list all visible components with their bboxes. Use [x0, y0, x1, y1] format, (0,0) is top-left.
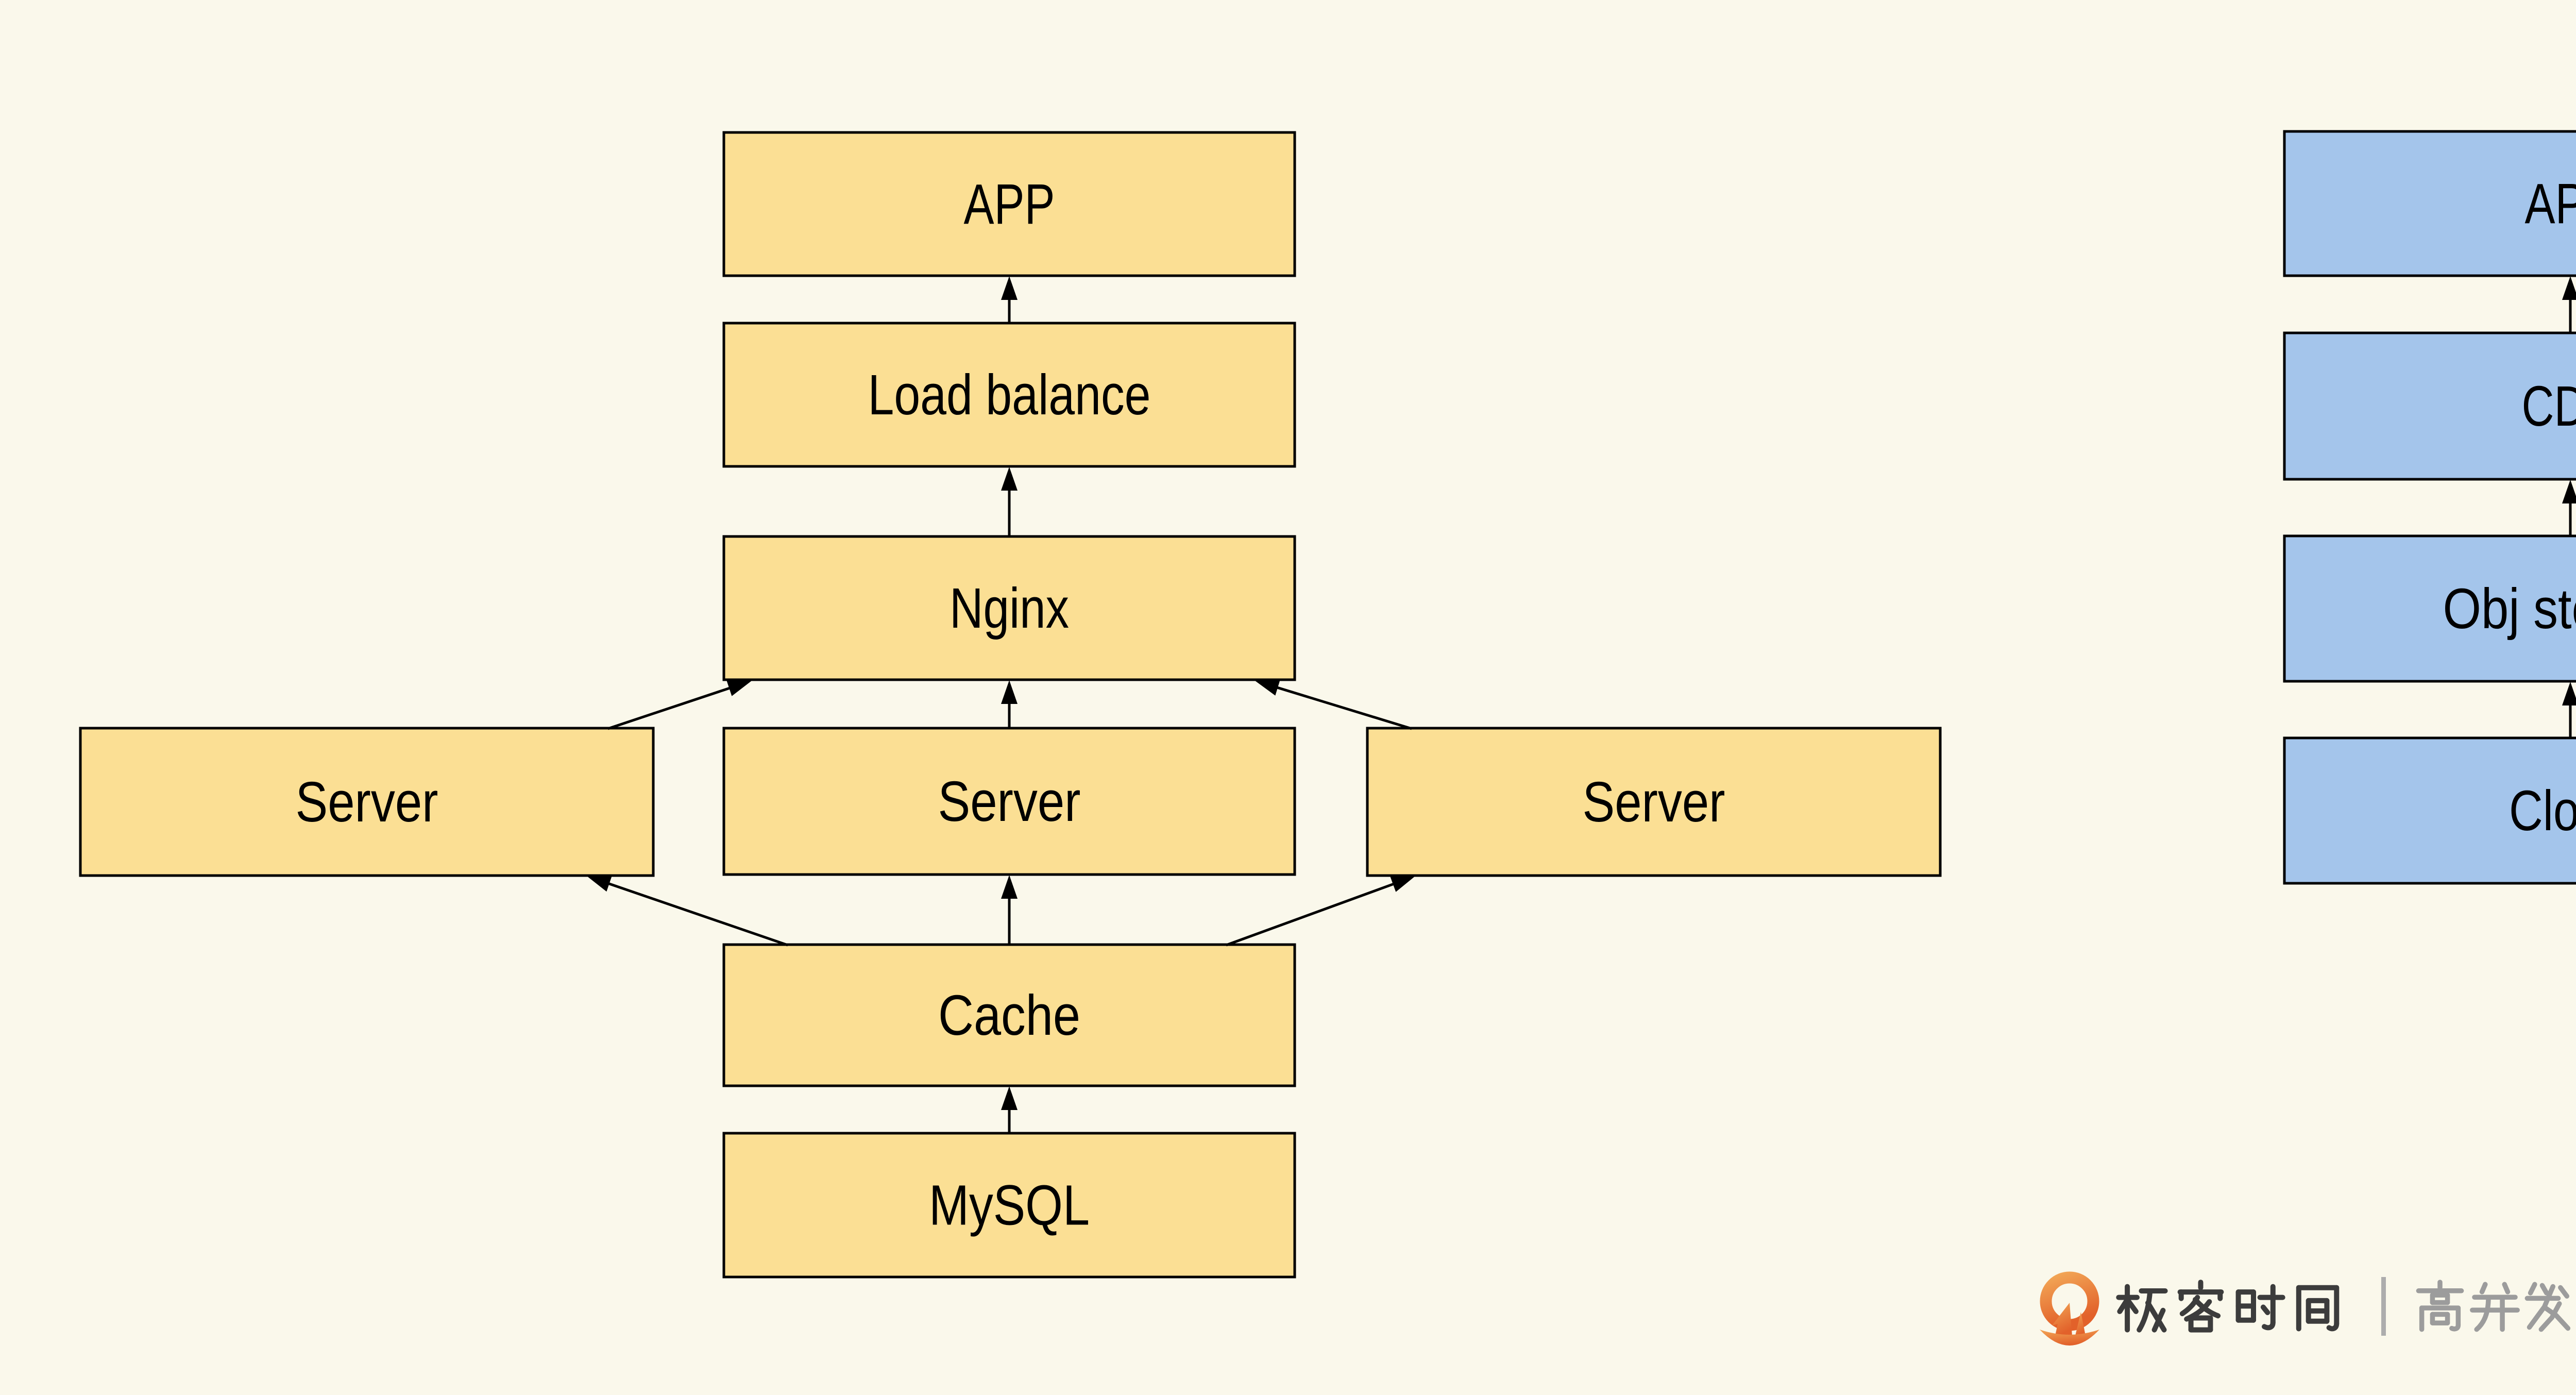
svg-text:Server: Server [938, 770, 1081, 833]
svg-text:CDN: CDN [2522, 375, 2576, 438]
svg-text:Cache: Cache [938, 984, 1080, 1047]
svg-text:APP: APP [964, 173, 1055, 236]
svg-text:Server: Server [296, 770, 438, 834]
svg-text:Nginx: Nginx [950, 577, 1069, 640]
svg-text:Load balance: Load balance [868, 363, 1151, 427]
svg-text:Obj storage: Obj storage [2443, 577, 2576, 641]
svg-text:APP: APP [2525, 172, 2576, 236]
svg-text:Server: Server [1583, 770, 1725, 834]
svg-text:MySQL: MySQL [929, 1174, 1090, 1237]
svg-text:Cloud: Cloud [2509, 779, 2576, 843]
